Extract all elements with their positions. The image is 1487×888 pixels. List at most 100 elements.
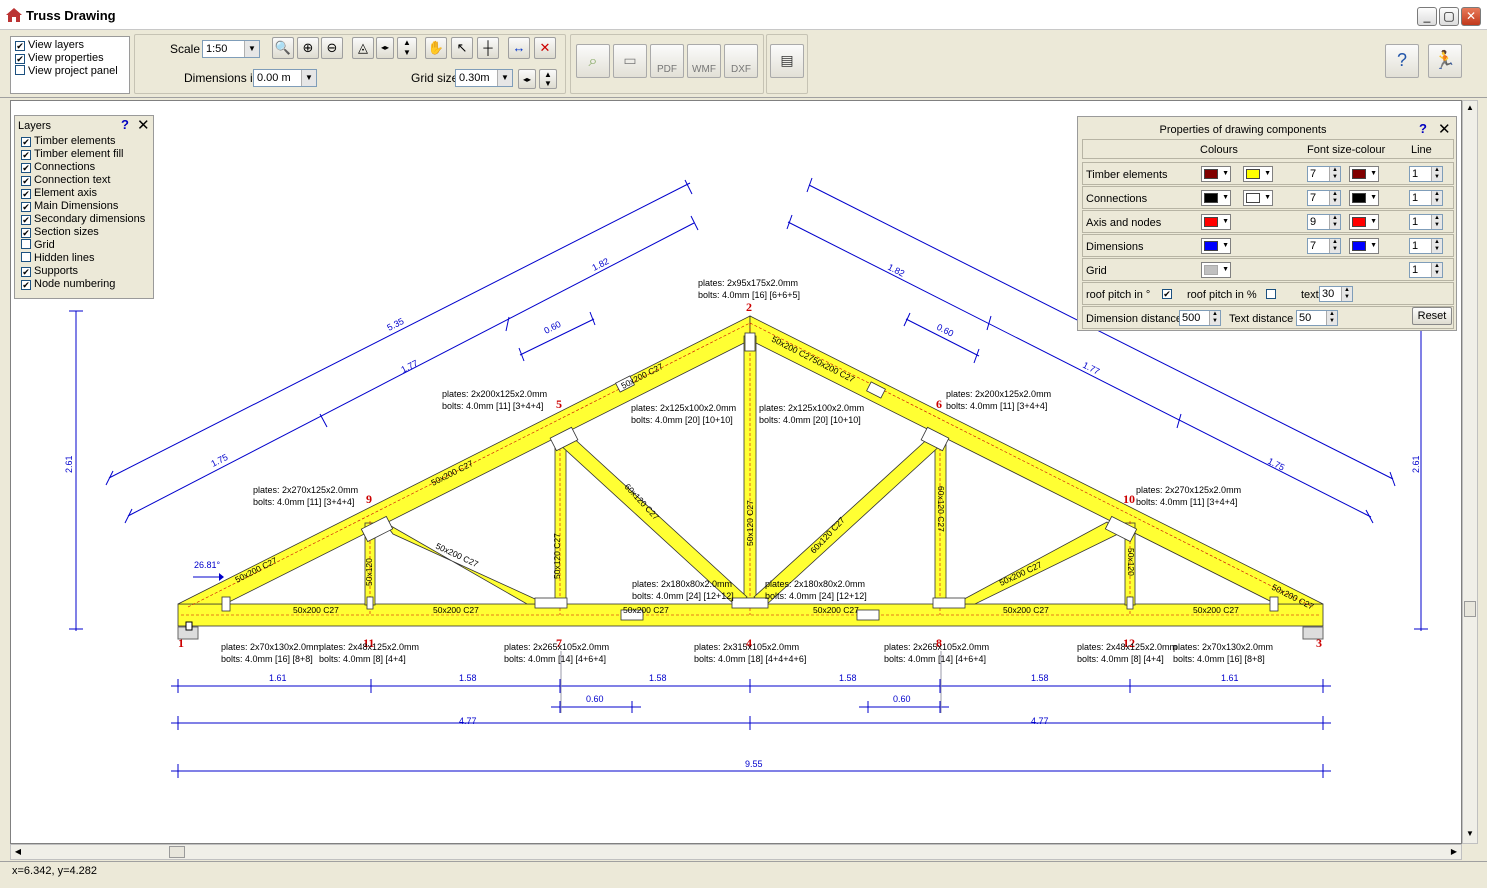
line-width-spinner[interactable]: 1▲▼ <box>1409 166 1443 182</box>
checkbox[interactable] <box>21 150 31 160</box>
dimension-distance-spinner[interactable]: 500▲▼ <box>1179 310 1221 326</box>
exit-icon[interactable]: 🏃 <box>1428 44 1462 78</box>
roof-pitch-deg-checkbox[interactable] <box>1162 289 1172 299</box>
layer-item[interactable]: Connection text <box>21 174 151 187</box>
checkbox[interactable] <box>15 54 25 64</box>
checkbox[interactable] <box>15 65 25 75</box>
colour-picker[interactable]: ▼ <box>1201 214 1231 230</box>
layer-item[interactable]: Supports <box>21 265 151 278</box>
font-colour-picker[interactable]: ▼ <box>1349 190 1379 206</box>
zoom-out-icon[interactable]: ⊖ <box>321 37 343 59</box>
font-colour-picker[interactable]: ▼ <box>1349 166 1379 182</box>
zoom-window-icon[interactable]: 🔍 <box>272 37 294 59</box>
minimize-button[interactable]: _ <box>1417 7 1437 26</box>
colour-picker[interactable]: ▼ <box>1243 166 1273 182</box>
font-colour-picker[interactable]: ▼ <box>1349 238 1379 254</box>
grid-size-spinner[interactable]: ▲▼ <box>539 69 557 89</box>
help-icon[interactable]: ? <box>121 117 129 132</box>
add-dimension-icon[interactable]: ↔ <box>508 37 530 59</box>
scroll-left-icon[interactable]: ◀ <box>14 847 22 856</box>
dimension-label: 0.60 <box>935 322 955 339</box>
export-pdf-button[interactable]: PDF <box>650 44 684 78</box>
layer-item[interactable]: Node numbering <box>21 278 151 291</box>
colour-picker[interactable]: ▼ <box>1243 190 1273 206</box>
checkbox[interactable] <box>21 137 31 147</box>
export-wmf-button[interactable]: WMF <box>687 44 721 78</box>
layer-item[interactable]: Element axis <box>21 187 151 200</box>
grid-size-select[interactable]: 0.30m▼ <box>455 69 513 87</box>
printer-settings-icon[interactable]: ▤ <box>770 44 804 78</box>
checkbox[interactable] <box>21 202 31 212</box>
text-size-spinner[interactable]: 30▲▼ <box>1319 286 1353 302</box>
vertical-scrollbar[interactable]: ▲ ▼ <box>1462 100 1478 844</box>
close-icon[interactable]: ✕ <box>137 117 150 134</box>
scroll-down-icon[interactable]: ▼ <box>1466 829 1474 838</box>
checkbox[interactable] <box>21 215 31 225</box>
dimension-label: 1.58 <box>839 673 857 683</box>
layer-item[interactable]: Grid <box>21 239 151 252</box>
help-book-icon[interactable]: ? <box>1385 44 1419 78</box>
line-width-spinner[interactable]: 1▲▼ <box>1409 214 1443 230</box>
drawing-canvas[interactable]: 26.81° 50x200 C27 50x200 C27 50x200 C27 … <box>10 100 1462 844</box>
layer-item[interactable]: Timber elements <box>21 135 151 148</box>
view-layers-option[interactable]: View layers <box>15 39 125 52</box>
scroll-right-icon[interactable]: ▶ <box>1450 847 1458 856</box>
checkbox[interactable] <box>21 189 31 199</box>
horizontal-scrollbar[interactable]: ◀ ▶ <box>10 844 1462 860</box>
dimension-label: 1.77 <box>1081 360 1101 377</box>
colour-picker[interactable]: ▼ <box>1201 166 1231 182</box>
line-width-spinner[interactable]: 1▲▼ <box>1409 190 1443 206</box>
checkbox[interactable] <box>15 41 25 51</box>
layer-item[interactable]: Secondary dimensions <box>21 213 151 226</box>
layer-item[interactable]: Connections <box>21 161 151 174</box>
checkbox[interactable] <box>21 163 31 173</box>
checkbox[interactable] <box>21 252 31 262</box>
print-preview-icon[interactable]: ⌕ <box>576 44 610 78</box>
pan-hand-icon[interactable]: ✋ <box>425 37 447 59</box>
vertical-scroll-thumb[interactable] <box>1464 601 1476 617</box>
checkbox[interactable] <box>21 267 31 277</box>
view-project-panel-option[interactable]: View project panel <box>15 65 125 78</box>
colour-picker[interactable]: ▼ <box>1201 190 1231 206</box>
export-dxf-button[interactable]: DXF <box>724 44 758 78</box>
scroll-up-icon[interactable]: ▲ <box>1466 103 1474 112</box>
colour-picker[interactable]: ▼ <box>1201 262 1231 278</box>
checkbox[interactable] <box>21 176 31 186</box>
font-size-spinner[interactable]: 9▲▼ <box>1307 214 1341 230</box>
maximize-button[interactable]: ▢ <box>1439 7 1459 26</box>
close-window-button[interactable]: ✕ <box>1461 7 1481 26</box>
roof-pitch-pct-checkbox[interactable] <box>1266 289 1276 299</box>
text-distance-spinner[interactable]: 50▲▼ <box>1296 310 1338 326</box>
checkbox[interactable] <box>21 239 31 249</box>
reset-button[interactable]: Reset <box>1412 307 1452 325</box>
layer-item[interactable]: Main Dimensions <box>21 200 151 213</box>
pan-vertical-arrows[interactable]: ▲▼ <box>397 37 417 59</box>
delete-dimension-icon[interactable]: ✕ <box>534 37 556 59</box>
help-icon[interactable]: ? <box>1419 121 1427 136</box>
layer-item[interactable]: Timber element fill <box>21 148 151 161</box>
colour-picker[interactable]: ▼ <box>1201 238 1231 254</box>
horizontal-scroll-thumb[interactable] <box>169 846 185 858</box>
scale-select[interactable]: 1:50▼ <box>202 40 260 58</box>
checkbox[interactable] <box>21 228 31 238</box>
layer-item[interactable]: Hidden lines <box>21 252 151 265</box>
font-size-spinner[interactable]: 7▲▼ <box>1307 190 1341 206</box>
layer-item[interactable]: Section sizes <box>21 226 151 239</box>
font-colour-picker[interactable]: ▼ <box>1349 214 1379 230</box>
crosshair-icon[interactable]: ┼ <box>477 37 499 59</box>
checkbox[interactable] <box>21 280 31 290</box>
pan-horizontal-arrows[interactable]: ◂▸ <box>376 37 394 59</box>
font-size-spinner[interactable]: 7▲▼ <box>1307 238 1341 254</box>
line-width-value: 1 <box>1412 264 1419 276</box>
fit-view-icon[interactable]: ◬ <box>352 37 374 59</box>
close-icon[interactable]: ✕ <box>1438 121 1451 138</box>
grid-size-arrows[interactable]: ◂▸ <box>518 69 536 89</box>
select-pointer-icon[interactable]: ↖ <box>451 37 473 59</box>
font-size-spinner[interactable]: 7▲▼ <box>1307 166 1341 182</box>
view-properties-option[interactable]: View properties <box>15 52 125 65</box>
print-icon[interactable]: ▭ <box>613 44 647 78</box>
line-width-spinner[interactable]: 1▲▼ <box>1409 262 1443 278</box>
dimensions-select[interactable]: 0.00 m▼ <box>253 69 317 87</box>
zoom-in-icon[interactable]: ⊕ <box>297 37 319 59</box>
line-width-spinner[interactable]: 1▲▼ <box>1409 238 1443 254</box>
